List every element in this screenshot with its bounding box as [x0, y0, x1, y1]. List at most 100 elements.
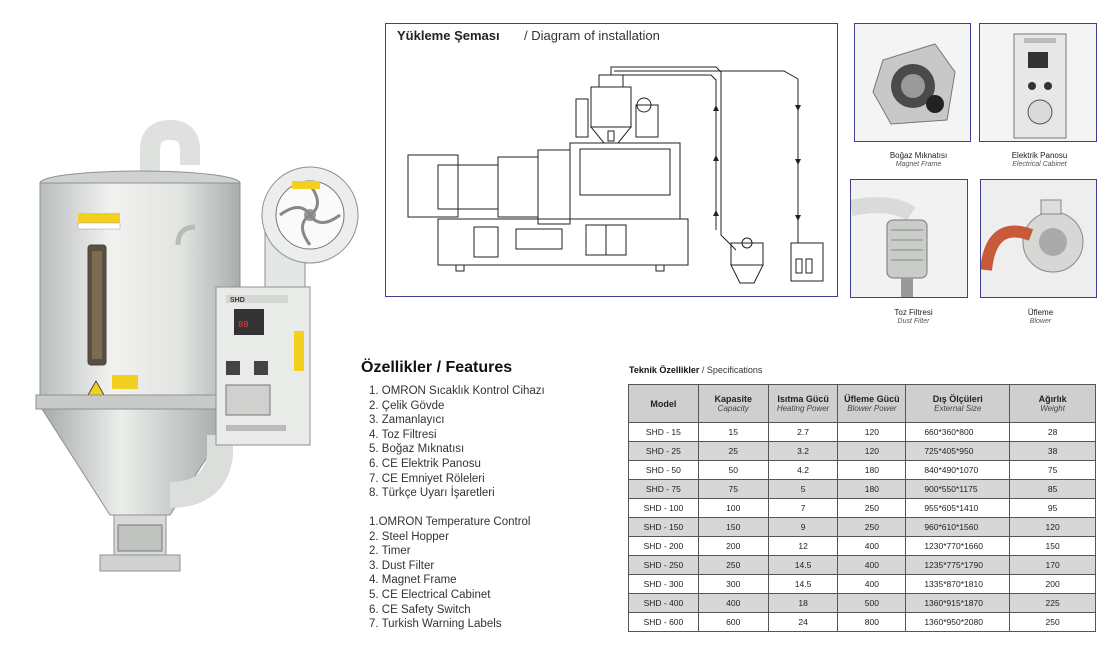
cell: 170 [1009, 555, 1096, 575]
cell: 725*405*950 [905, 441, 1011, 461]
cell: 180 [837, 460, 907, 480]
cell: 1235*775*1790 [905, 555, 1011, 575]
cell: 900*550*1175 [905, 479, 1011, 499]
cell: 400 [697, 593, 769, 613]
thumbnail-blower [980, 179, 1097, 298]
spec-heading-rest: / Specifications [699, 365, 763, 375]
features-list-en: 1.OMRON Temperature Control 2. Steel Hop… [369, 515, 530, 632]
cell: 200 [1009, 574, 1096, 594]
diagram-title: Yükleme Şeması [397, 28, 500, 43]
cell: 400 [837, 536, 907, 556]
feature-item: 1. OMRON Sıcaklık Kontrol Cihazı [369, 385, 545, 397]
cell: 75 [1009, 460, 1096, 480]
cell: 250 [697, 555, 769, 575]
cell: 250 [837, 498, 907, 518]
col-sub: Capacity [717, 403, 749, 413]
cell: 3.2 [767, 441, 839, 461]
cell: 95 [1009, 498, 1096, 518]
cell: 14.5 [767, 555, 839, 575]
cell: 955*605*1410 [905, 498, 1011, 518]
col-title: Ağırlık [1038, 393, 1067, 404]
feature-item: 1.OMRON Temperature Control [369, 516, 531, 528]
caption-blower: Üfleme Blower [978, 308, 1103, 326]
cell: 18 [767, 593, 839, 613]
feature-item: 3. Zamanlayıcı [369, 414, 445, 427]
caption-dust-filter-en: Dust Filter [897, 318, 930, 325]
cell: 180 [837, 479, 907, 499]
feature-item: 8. Türkçe Uyarı İşaretleri [369, 487, 495, 500]
cell: 840*490*1070 [905, 460, 1011, 480]
thumbnail-electrical-cabinet [979, 23, 1097, 142]
feature-item: 7. Turkish Warning Labels [369, 618, 502, 631]
cell: 1360*915*1870 [905, 593, 1011, 613]
cell: 24 [767, 612, 839, 632]
thumbnail-dust-filter [850, 179, 968, 298]
cell: SHD - 600 [628, 612, 699, 632]
cell: 400 [837, 555, 907, 575]
cabinet-display-value: 88 [238, 320, 249, 330]
cell: 15 [697, 422, 769, 442]
spec-heading-bold: Teknik Özellikler [629, 365, 700, 375]
cell: SHD - 200 [628, 536, 699, 556]
cell: 150 [1009, 536, 1096, 556]
cell: 600 [697, 612, 769, 632]
installation-diagram [407, 66, 824, 284]
cell: 1360*950*2080 [905, 612, 1011, 632]
caption-magnet-frame-tr: Boğaz Mıknatısı [889, 151, 948, 160]
caption-electrical-cabinet-tr: Elektrik Panosu [1011, 151, 1068, 160]
caption-magnet-frame: Boğaz Mıknatısı Magnet Frame [856, 151, 981, 169]
features-title: Özellikler / Features [361, 359, 513, 376]
cell: 120 [837, 422, 907, 442]
cell: SHD - 75 [628, 479, 699, 499]
caption-blower-tr: Üfleme [1027, 308, 1054, 317]
cell: 85 [1009, 479, 1096, 499]
feature-item: 3. Dust Filter [369, 559, 435, 572]
caption-dust-filter: Toz Filtresi Dust Filter [851, 308, 976, 326]
caption-electrical-cabinet: Elektrik Panosu Electrical Cabinet [977, 151, 1102, 169]
cell: 4.2 [767, 460, 839, 480]
col-title: Isıtma Gücü [777, 393, 829, 404]
cell: 800 [837, 612, 907, 632]
cell: 75 [697, 479, 769, 499]
cell: 960*610*1560 [905, 517, 1011, 537]
cell: 300 [697, 574, 769, 594]
diagram-subtitle: / Diagram of installation [524, 28, 660, 43]
hopper-dryer-photo: SHD 88 [35, 119, 359, 572]
feature-item: 6. CE Elektrik Panosu [369, 457, 481, 470]
spec-heading: Teknik Özellikler / Specifications [629, 365, 762, 375]
feature-item: 2. Steel Hopper [369, 530, 449, 543]
feature-item: 2. Çelik Gövde [369, 399, 445, 412]
cell: 120 [837, 441, 907, 461]
col-title: Dış Ölçüleri [932, 393, 983, 404]
feature-item: 4. Magnet Frame [369, 574, 457, 587]
cell: 200 [697, 536, 769, 556]
cell: SHD - 300 [628, 574, 699, 594]
cell: 28 [1009, 422, 1096, 442]
cell: 38 [1009, 441, 1096, 461]
feature-item: 6. CE Safety Switch [369, 603, 471, 616]
cell: SHD - 15 [628, 422, 699, 442]
cell: 1230*770*1660 [905, 536, 1011, 556]
cell: SHD - 250 [628, 555, 699, 575]
thumbnail-magnet-frame [854, 23, 971, 142]
cell: SHD - 100 [628, 498, 699, 518]
cell: 50 [697, 460, 769, 480]
cell: 660*360*800 [905, 422, 1011, 442]
features-list-tr: 1. OMRON Sıcaklık Kontrol Cihazı 2. Çeli… [369, 384, 545, 501]
cell: SHD - 400 [628, 593, 699, 613]
col-title: Kapasite [714, 393, 752, 404]
col-title: Model [650, 398, 677, 409]
cell: 25 [697, 441, 769, 461]
caption-dust-filter-tr: Toz Filtresi [894, 308, 933, 317]
cell: 7 [767, 498, 839, 518]
cabinet-brand-label: SHD [230, 297, 245, 304]
